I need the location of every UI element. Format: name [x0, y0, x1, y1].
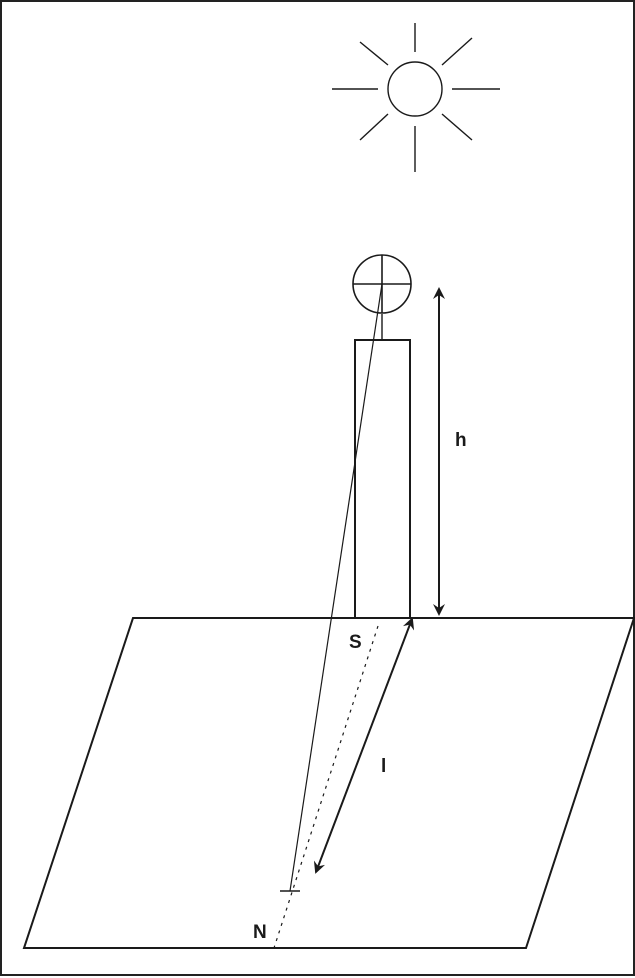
ground-plane: [22, 617, 635, 949]
sun-icon: [332, 23, 500, 172]
shadow-length-label: l: [381, 756, 386, 777]
gnomon-pole: [354, 314, 411, 619]
meridian-line: [273, 625, 379, 949]
south-label: S: [349, 632, 362, 653]
sun-ray-line: [289, 283, 383, 892]
north-label: N: [253, 922, 267, 943]
height-label: h: [455, 430, 467, 451]
shadow-length-arrow: [313, 617, 415, 874]
